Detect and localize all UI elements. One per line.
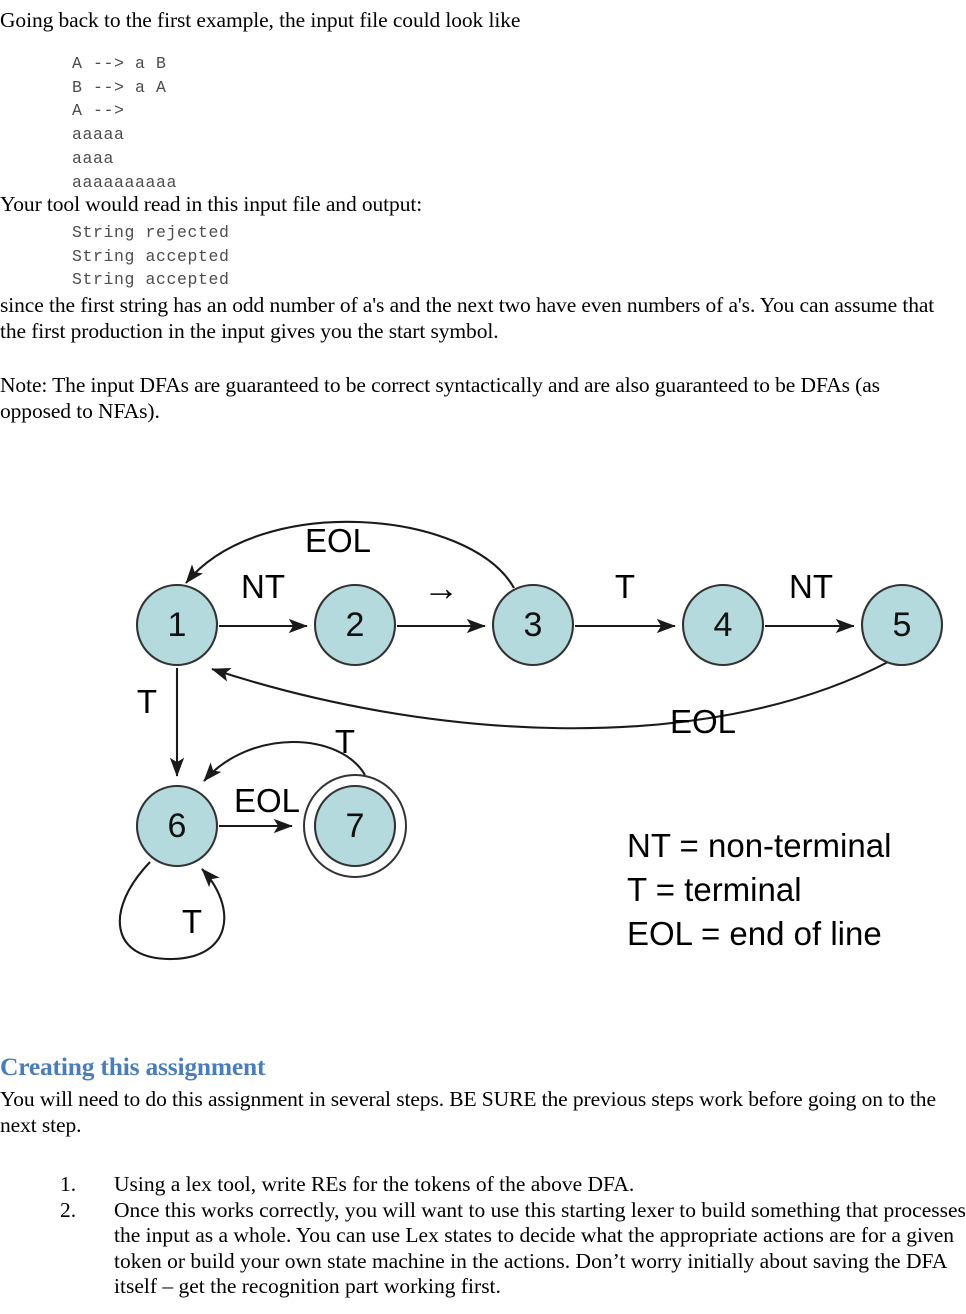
state-node-3: 3 bbox=[491, 583, 575, 667]
state-node-2-label: 2 bbox=[346, 606, 365, 644]
state-node-7-label: 7 bbox=[346, 807, 365, 845]
diagram-legend: NT = non-terminal T = terminal EOL = end… bbox=[627, 827, 891, 952]
edge-label-eol-5-1: EOL bbox=[670, 703, 736, 740]
edge-label-eol-6-7: EOL bbox=[234, 782, 300, 819]
legend-line-eol: EOL = end of line bbox=[627, 915, 882, 952]
edge-label-nt-1-2: NT bbox=[241, 568, 285, 605]
state-node-6: 6 bbox=[135, 784, 219, 868]
edge-7-to-6-t bbox=[203, 741, 366, 782]
legend-line-nt: NT = non-terminal bbox=[627, 827, 891, 864]
output-lead-paragraph: Your tool would read in this input file … bbox=[0, 192, 423, 216]
edge-label-t-7-6: T bbox=[335, 723, 355, 760]
list-item-text: Once this works correctly, you will want… bbox=[114, 1197, 966, 1299]
state-node-1: 1 bbox=[135, 583, 219, 667]
state-node-3-label: 3 bbox=[524, 606, 543, 644]
list-item: 2. Once this works correctly, you will w… bbox=[0, 1198, 966, 1300]
section-heading-creating-this-assignment: Creating this assignment bbox=[0, 1052, 266, 1081]
edge-label-nt-4-5: NT bbox=[789, 568, 833, 605]
dfa-state-diagram: 1 2 3 4 bbox=[0, 470, 966, 990]
edge-label-eol-3-1: EOL bbox=[305, 522, 371, 559]
edge-label-arrow-2-3: → bbox=[423, 567, 459, 608]
edge-label-t-3-4: T bbox=[615, 568, 635, 605]
edge-5-to-1-eol bbox=[211, 661, 889, 730]
edge-3-to-1-eol bbox=[185, 520, 515, 589]
explanation-paragraph: since the first string has an odd number… bbox=[0, 293, 935, 343]
edge-label-t-6-self: T bbox=[182, 903, 202, 940]
legend-line-t: T = terminal bbox=[627, 871, 802, 908]
edge-label-t-1-6: T bbox=[137, 683, 157, 720]
intro-paragraph: Going back to the first example, the inp… bbox=[0, 8, 521, 32]
state-node-4-label: 4 bbox=[714, 606, 733, 644]
state-node-4: 4 bbox=[681, 583, 765, 667]
state-node-5: 5 bbox=[860, 583, 944, 667]
state-node-1-label: 1 bbox=[168, 606, 187, 644]
output-code-block: String rejected String accepted String a… bbox=[72, 223, 230, 290]
steps-ordered-list: 1. Using a lex tool, write REs for the t… bbox=[0, 1172, 966, 1300]
list-item: 1. Using a lex tool, write REs for the t… bbox=[0, 1172, 966, 1198]
section-intro-paragraph: You will need to do this assignment in s… bbox=[0, 1087, 936, 1137]
state-node-6-label: 6 bbox=[168, 807, 187, 845]
state-node-7: 7 bbox=[303, 774, 407, 878]
state-node-5-label: 5 bbox=[893, 606, 912, 644]
note-paragraph: Note: The input DFAs are guaranteed to b… bbox=[0, 373, 880, 423]
edge-6-self-loop-t bbox=[118, 861, 226, 961]
list-item-text: Using a lex tool, write REs for the toke… bbox=[114, 1172, 635, 1196]
list-item-number: 2. bbox=[60, 1197, 77, 1222]
state-node-2: 2 bbox=[313, 583, 397, 667]
list-item-number: 1. bbox=[60, 1172, 77, 1196]
input-file-code-block: A --> a B B --> a A A --> aaaaa aaaa aaa… bbox=[72, 54, 178, 192]
